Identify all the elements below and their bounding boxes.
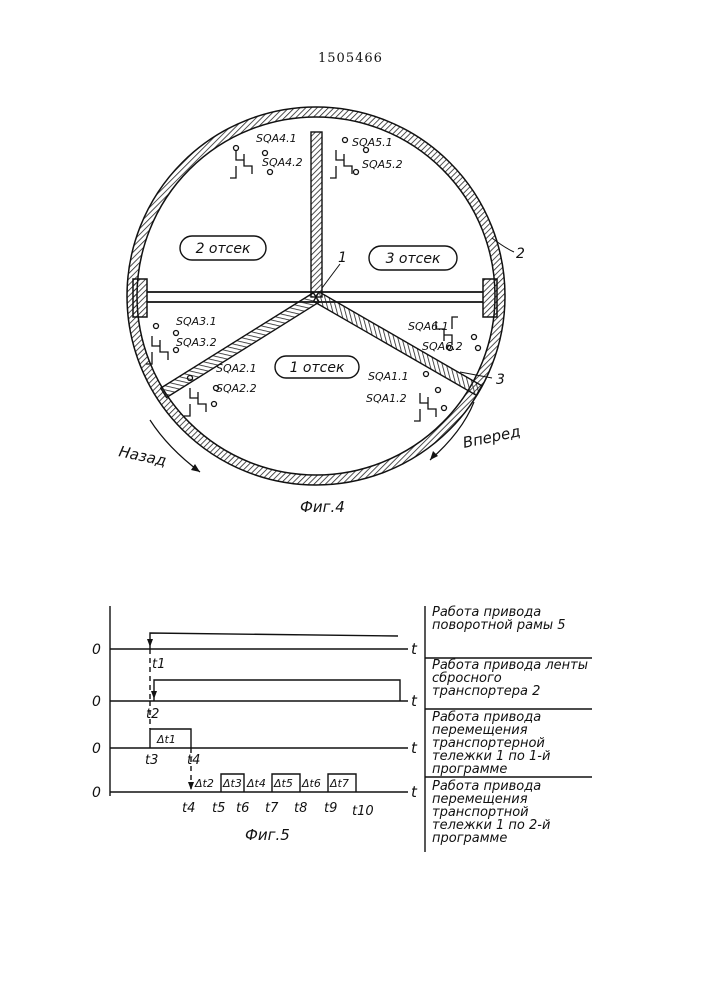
switch-label-sqa6-1: SQA6.1 [408,320,449,333]
switch-label-sqa1-2: SQA1.2 [366,392,407,405]
switch-label-sqa1-1: SQA1.1 [368,370,409,383]
compartment-3-label: 3 отсек [386,251,441,267]
switch-label-sqa4-2: SQA4.2 [262,156,303,169]
svg-text:t: t [411,739,418,757]
svg-text:0: 0 [92,741,101,757]
svg-text:1: 1 [338,250,347,266]
time-axis-labels: t t t t [411,640,418,801]
svg-text:Δt4: Δt4 [246,777,266,790]
svg-text:t10: t10 [352,804,374,819]
svg-text:0: 0 [92,785,101,801]
back-label: Назад [117,442,168,470]
compartment-2-label: 2 отсек [196,241,251,257]
svg-text:t: t [411,783,418,801]
svg-text:Δt5: Δt5 [273,777,293,790]
svg-text:t2: t2 [146,707,159,722]
svg-text:t9: t9 [324,801,337,816]
svg-text:t: t [411,692,418,710]
svg-text:t4: t4 [182,801,195,816]
switch-label-sqa2-2: SQA2.2 [216,382,257,395]
time-marks: t1 t2 t3 t4 t4 t5 t6 t7 t8 t9 t10 [145,657,374,819]
svg-text:0: 0 [92,642,101,658]
svg-text:t8: t8 [294,801,307,816]
switch-label-sqa5-2: SQA5.2 [362,158,403,171]
switch-label-sqa4-1: SQA4.1 [256,132,297,145]
row-label-4: Работа привода перемещения транспортной … [432,780,592,845]
switch-label-sqa6-2: SQA6.2 [422,340,463,353]
switch-label-sqa2-1: SQA2.1 [216,362,257,375]
svg-text:t: t [411,640,418,658]
svg-text:t4: t4 [187,753,200,768]
compartment-2: 2 отсек [180,236,266,260]
svg-text:3: 3 [496,372,505,388]
fig4-caption: Фиг.4 [300,498,345,516]
svg-text:Δt2: Δt2 [194,777,214,790]
svg-text:0: 0 [92,694,101,710]
svg-text:t7: t7 [265,801,279,816]
svg-text:t5: t5 [212,801,225,816]
svg-text:Δt3: Δt3 [222,777,242,790]
svg-text:Δt7: Δt7 [329,777,349,790]
forward-label: Вперед [461,422,522,452]
svg-text:2: 2 [516,246,525,262]
fig4-diagram: 2 отсек 3 отсек 1 отсек 1 2 3 SQA4.1 [0,0,707,540]
row-label-1: Работа привода поворотной рамы 5 [432,606,592,632]
svg-text:t3: t3 [145,753,158,768]
fig5-caption: Фиг.5 [245,826,290,844]
zero-labels: 0 0 0 0 [92,642,101,801]
compartment-1-label: 1 отсек [290,360,345,376]
svg-text:t1: t1 [152,657,165,672]
svg-text:Δt6: Δt6 [301,777,321,790]
svg-text:Δt1: Δt1 [156,733,176,746]
fig5-timing-diagram: 0 0 0 0 t t t t t1 t2 t3 t4 t4 t5 t6 t7 … [0,590,707,890]
row-label-3: Работа привода перемещения транспортерно… [432,711,592,776]
interval-labels: Δt1 Δt2 Δt3 Δt4 Δt5 Δt6 Δt7 [156,733,349,790]
switch-label-sqa3-1: SQA3.1 [176,315,217,328]
switch-label-sqa5-1: SQA5.1 [352,136,393,149]
compartment-3: 3 отсек [369,246,457,270]
row-label-2: Работа привода ленты сбросного транспорт… [432,659,592,698]
switch-label-sqa3-2: SQA3.2 [176,336,217,349]
svg-text:t6: t6 [236,801,249,816]
compartment-1: 1 отсек [275,356,359,378]
